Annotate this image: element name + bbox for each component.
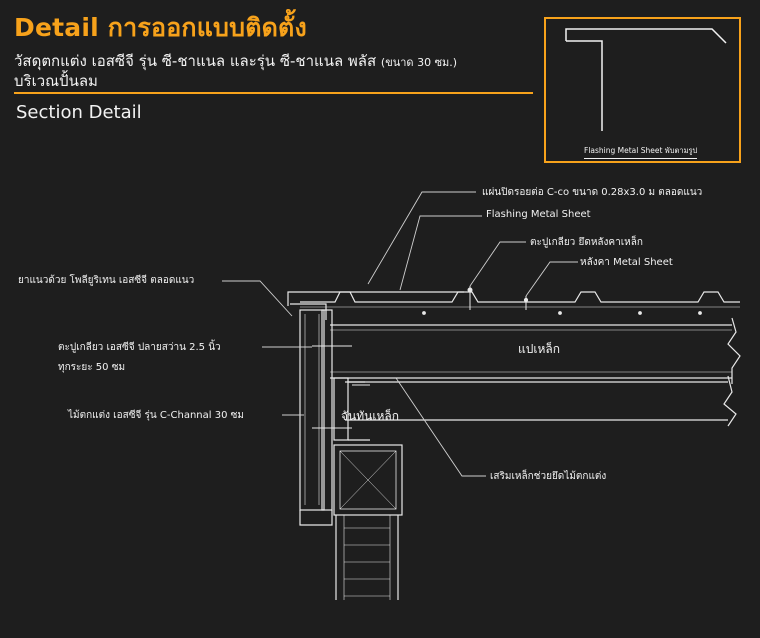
callout-sealant: ยาแนวด้วย โพลียูริเทน เอสซีจี ตลอดแนว [18, 275, 195, 286]
callout-purlin: แปเหล็ก [518, 342, 560, 356]
callout-screw-line1: ตะปูเกลียว เอสซีจี ปลายสว่าน 2.5 นิ้ว [58, 342, 221, 353]
flashing-profile-drawing [565, 28, 727, 131]
inset-label: Flashing Metal Sheet พับตามรูป [584, 145, 698, 159]
callout-screw-line2: ทุกระยะ 50 ซม [58, 362, 126, 373]
subtitle-line2: บริเวณปั้นลม [14, 72, 98, 90]
callout-trim: ไม้ตกแต่ง เอสซีจี รุ่น C-Channal 30 ซม [68, 410, 244, 421]
callout-roof-screw: ตะปูเกลียว ยึดหลังคาเหล็ก [530, 237, 643, 248]
subtitle-size: (ขนาด 30 ซม.) [380, 56, 458, 69]
section-heading: Section Detail [16, 102, 142, 123]
flashing-inset-box: Flashing Metal Sheet พับตามรูป [544, 17, 741, 163]
callout-bracket: จันทันเหล็ก [341, 409, 399, 423]
title-divider [14, 92, 533, 94]
page-subtitle: วัสดุตกแต่ง เอสซีจี รุ่น ซี-ชาแนล และรุ่… [14, 52, 457, 90]
callout-reinforce: เสริมเหล็กช่วยยึดไม้ตกแต่ง [490, 471, 607, 482]
callout-flashing-spec: แผ่นปิดรอยต่อ C-co ขนาด 0.28x3.0 ม ตลอดแ… [482, 187, 703, 198]
callout-flashing-name: Flashing Metal Sheet [486, 209, 591, 220]
callout-roof-sheet: หลังคา Metal Sheet [580, 257, 673, 268]
page-title: Detail การออกแบบติดตั้ง [14, 13, 307, 42]
subtitle-main: วัสดุตกแต่ง เอสซีจี รุ่น ซี-ชาแนล และรุ่… [14, 52, 377, 70]
